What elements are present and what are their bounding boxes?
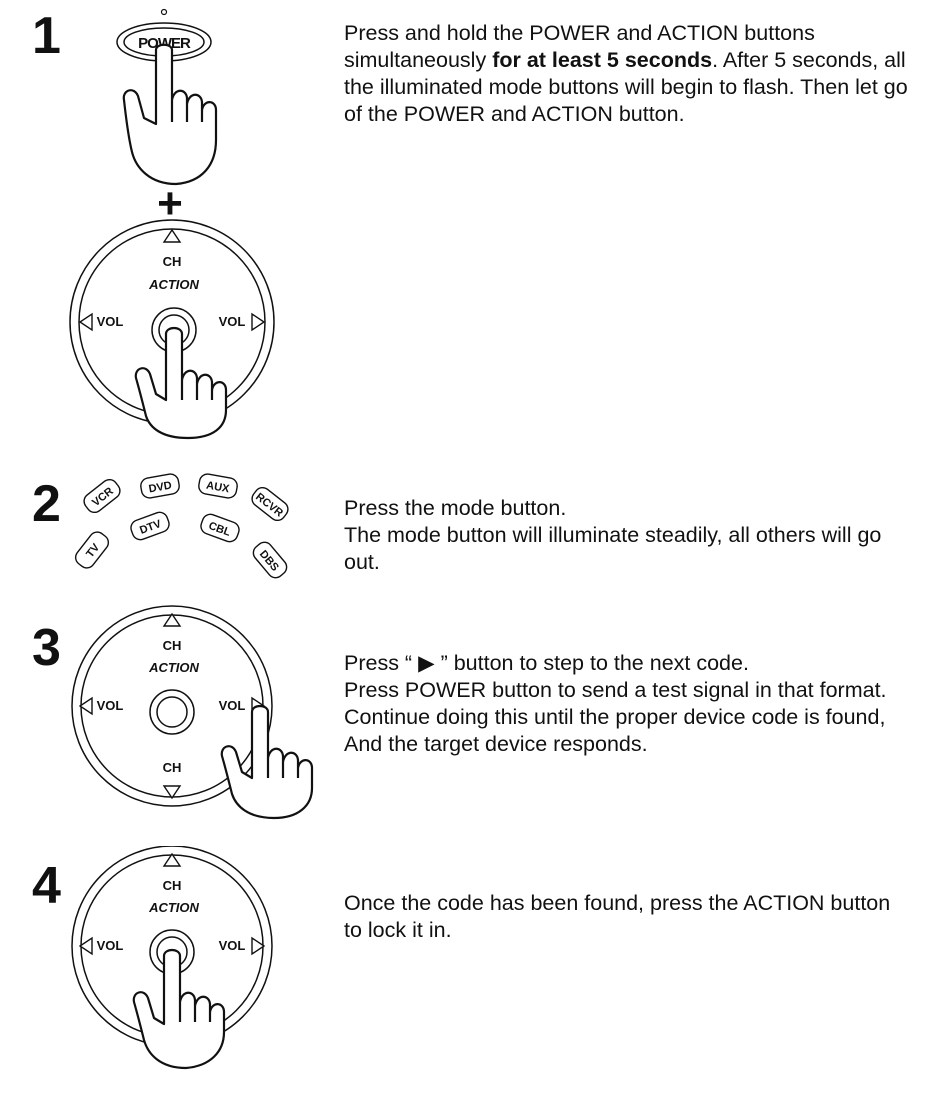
step-3-text: Press “ ▶ ” button to step to the next c… (344, 650, 924, 758)
vol-left-label: VOL (97, 698, 124, 713)
action-button-outer (149, 689, 195, 735)
mode-button-vcr: VCR (83, 478, 121, 514)
pointing-hand-icon (220, 704, 314, 820)
action-label: ACTION (148, 277, 199, 292)
step-1-number: 1 (32, 7, 61, 65)
vol-left-label: VOL (97, 314, 124, 329)
step-4-line: Once the code has been found, press the … (344, 891, 891, 942)
power-button-label: POWER (138, 35, 191, 52)
step-2-line-1: Press the mode button. (344, 496, 567, 520)
step-1-text-a: Press and hold the POWER and ACTION butt… (344, 21, 815, 72)
mode-button-dvd: DVD (140, 473, 180, 499)
pointing-hand-icon (132, 948, 226, 1070)
step-1-text: Press and hold the POWER and ACTION butt… (344, 20, 924, 128)
up-arrow-icon (162, 612, 182, 627)
pointing-hand-icon (122, 43, 218, 186)
step-2-line-2: The mode button will illuminate steadily… (344, 523, 882, 574)
step-4-number: 4 (32, 857, 61, 915)
right-arrow-icon (251, 936, 266, 956)
pointing-hand-icon (134, 326, 228, 440)
ch-top-label: CH (163, 638, 182, 653)
mode-button-rcvr: RCVR (251, 486, 289, 522)
mode-button-dtv: DTV (130, 511, 170, 541)
step-1-figure: POWER + CH ACTION VOL VOL (69, 8, 275, 440)
step-1-text-b: . After 5 seconds, all the illuminated m… (344, 48, 908, 126)
step-4-text: Once the code has been found, press the … (344, 890, 904, 944)
ch-label: CH (163, 878, 182, 893)
mode-button-cbl: CBL (200, 513, 240, 543)
step-3-line-1: Press “ ▶ ” button to step to the next c… (344, 651, 749, 675)
step-3-figure: CH ACTION VOL VOL CH (71, 605, 314, 820)
action-button (156, 696, 188, 728)
ch-label: CH (163, 254, 182, 269)
action-label: ACTION (148, 900, 199, 915)
vol-right-label: VOL (219, 938, 246, 953)
mode-button-aux: AUX (198, 473, 238, 499)
vol-right-label: VOL (219, 698, 246, 713)
step-4-figure: CH ACTION VOL VOL (71, 846, 273, 1070)
action-label: ACTION (148, 660, 199, 675)
step-3-number: 3 (32, 619, 61, 677)
mode-label: DVD (148, 480, 173, 496)
step-2-text: Press the mode button. The mode button w… (344, 495, 904, 576)
left-arrow-icon (78, 696, 93, 716)
vol-right-label: VOL (219, 314, 246, 329)
step-2-number: 2 (32, 475, 61, 533)
ch-bottom-label: CH (163, 760, 182, 775)
power-indicator-dot (160, 8, 168, 16)
step-1-emphasis: for at least 5 seconds (492, 48, 713, 72)
up-arrow-icon (162, 228, 182, 243)
left-arrow-icon (78, 936, 93, 956)
step-3-line-2: Press POWER button to send a test signal… (344, 678, 887, 756)
vol-left-label: VOL (97, 938, 124, 953)
up-arrow-icon (162, 852, 182, 867)
down-arrow-icon (162, 785, 182, 800)
mode-button-tv: TV (74, 531, 110, 569)
step-2-figure: VCR DVD AUX RCVR TV DTV CBL DBS (74, 473, 289, 579)
left-arrow-icon (78, 312, 93, 332)
dpad: CH ACTION VOL VOL CH (71, 605, 273, 807)
right-arrow-icon (251, 312, 266, 332)
mode-label: AUX (205, 480, 231, 496)
mode-button-dbs: DBS (252, 541, 288, 579)
